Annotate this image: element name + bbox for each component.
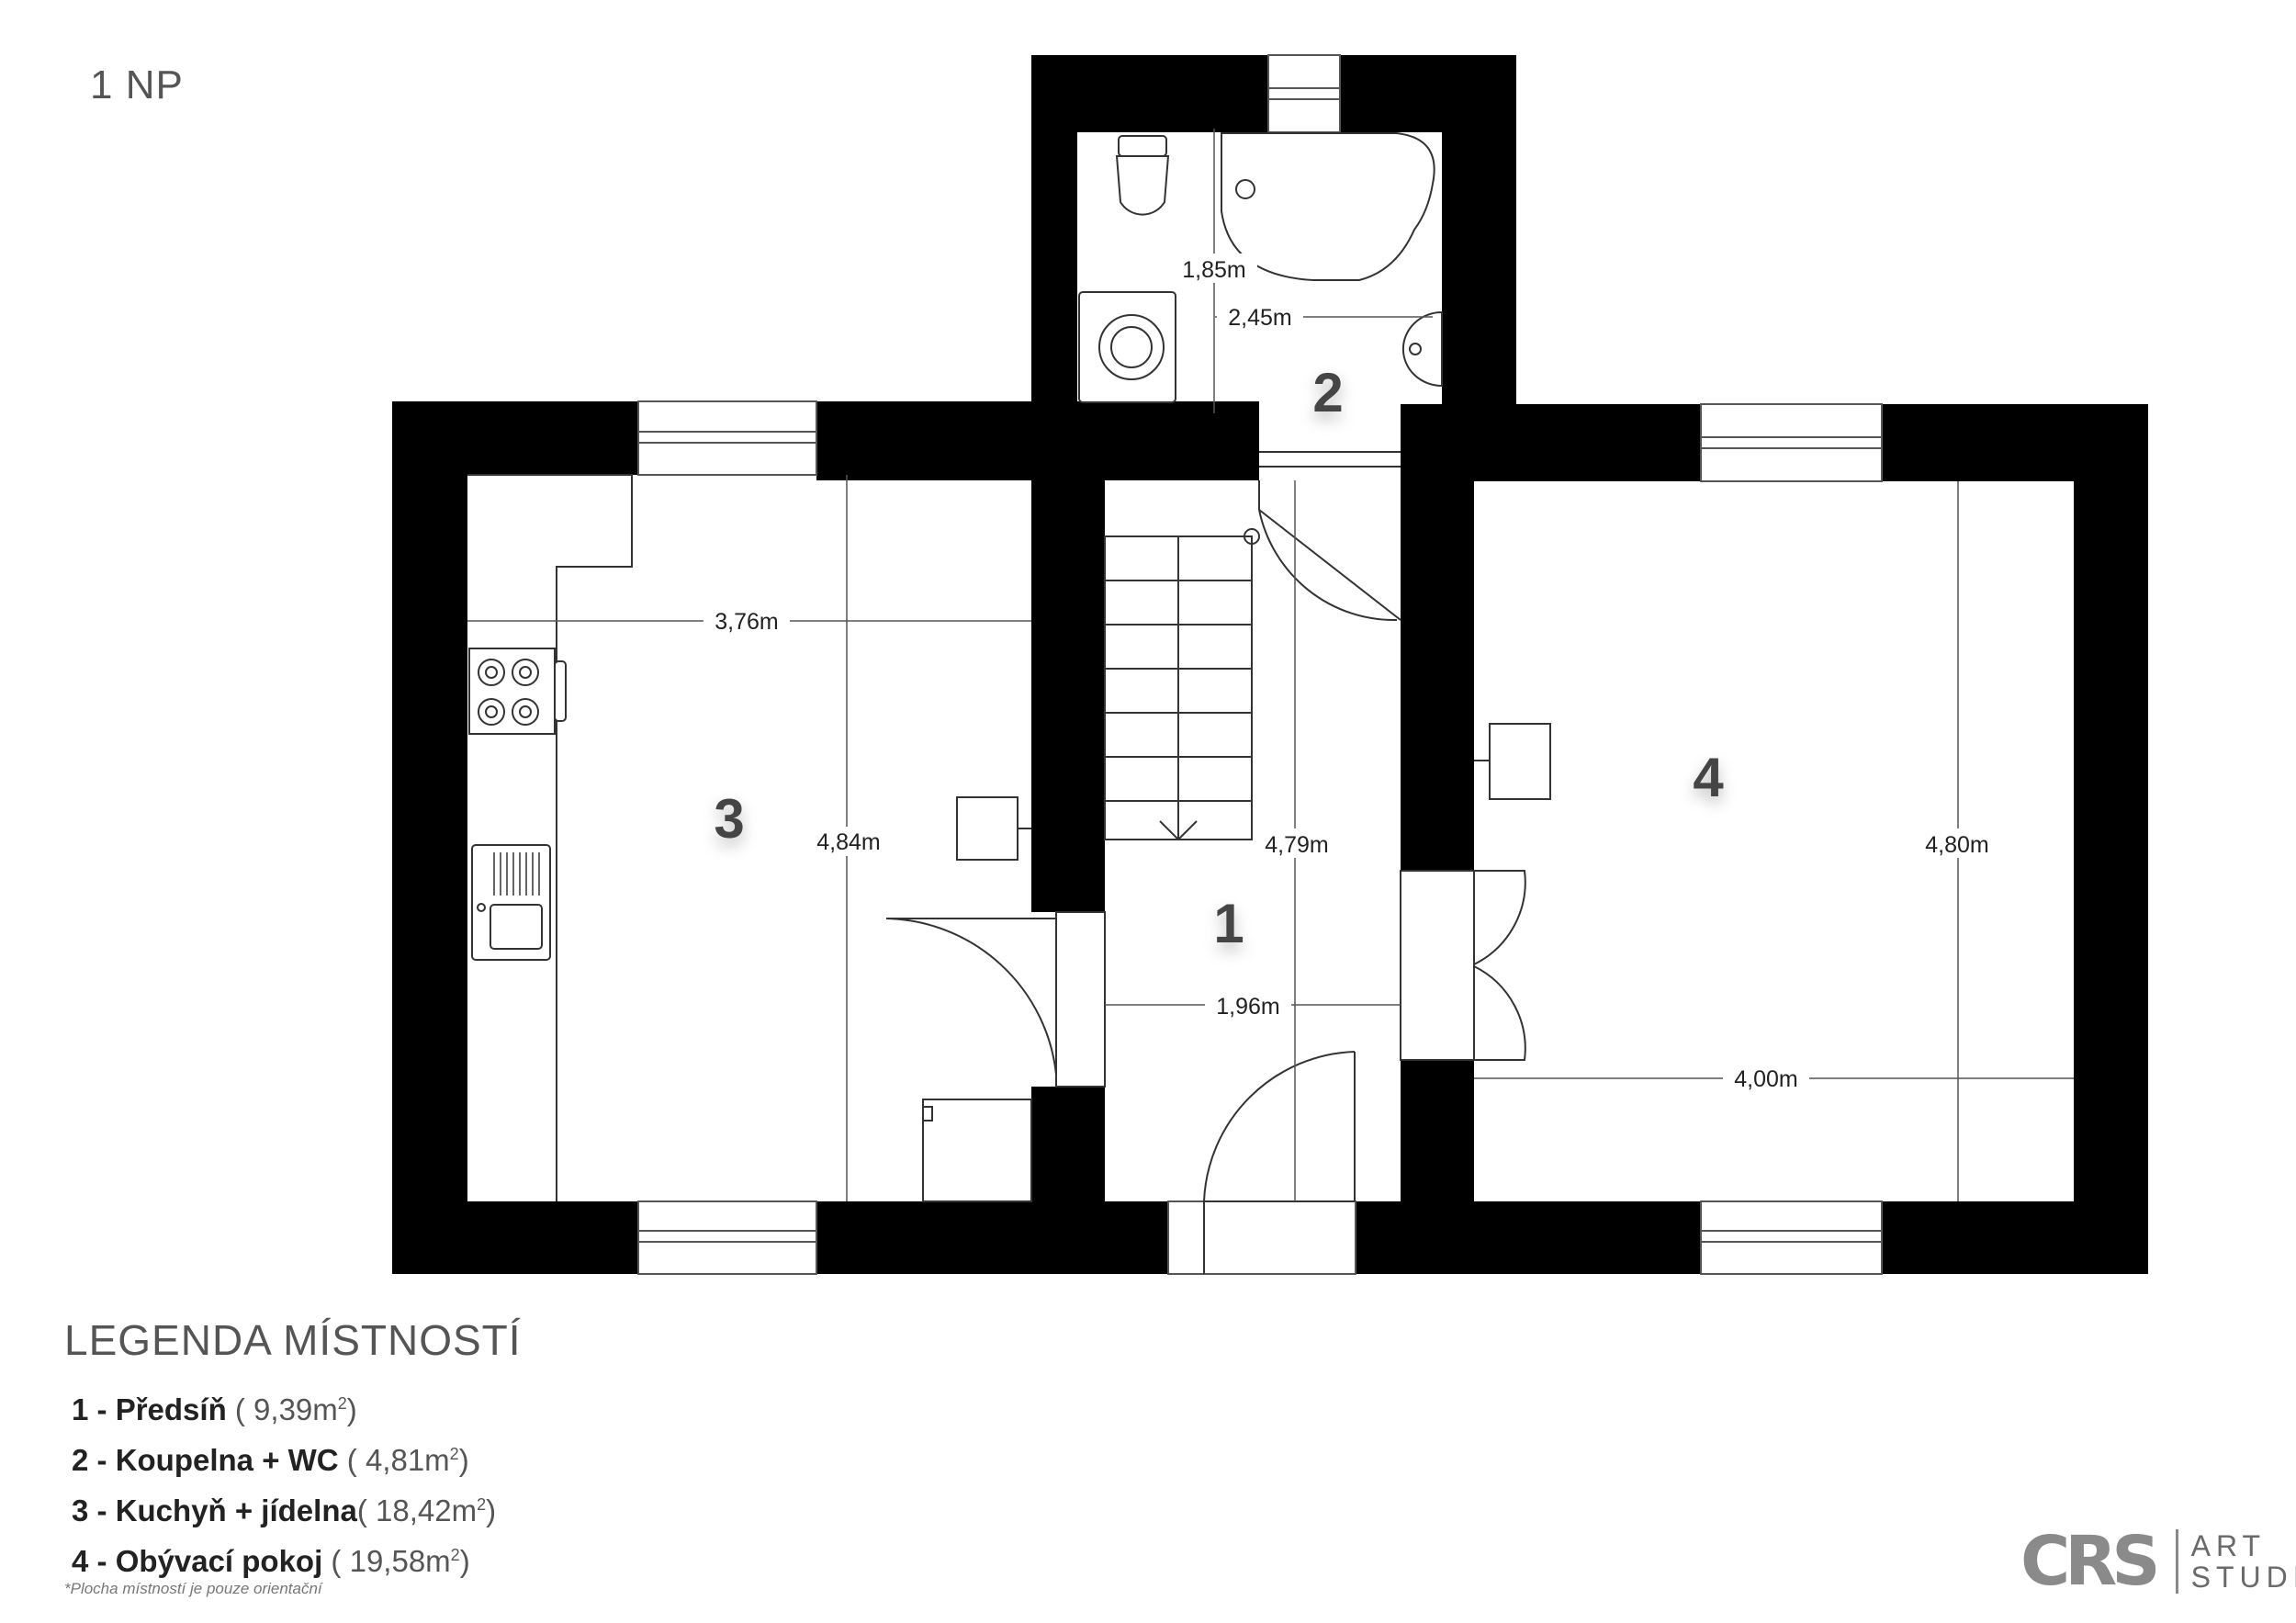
room-number-kitchen: 3 [714, 788, 744, 850]
room-number-hall: 1 [1213, 893, 1244, 954]
legend-item: 3 - Kuchyň + jídelna( 18,42m2) [72, 1493, 497, 1527]
kitchen-fixtures [467, 474, 1032, 1202]
logo-text: ART STUDIO [2190, 1529, 2296, 1594]
legend-item: 4 - Obývací pokoj ( 19,58m2) [72, 1544, 470, 1578]
windows [637, 54, 1883, 1275]
dim-kitchen-height: 4,84m [816, 829, 880, 855]
room-number-bathroom: 2 [1312, 362, 1343, 423]
dim-kitchen-width: 3,76m [715, 609, 778, 635]
room-legend: LEGENDA MÍSTNOSTÍ 1 - Předsíň ( 9,39m2) … [64, 1315, 522, 1584]
walls [392, 55, 2148, 1274]
bathroom-fixtures [1078, 132, 1443, 403]
doors [885, 451, 1526, 1274]
dim-living-width: 4,00m [1734, 1066, 1797, 1092]
floor-label: 1 NP [90, 62, 184, 107]
dim-living-height: 4,80m [1925, 832, 1988, 858]
living-fixtures [1474, 723, 1551, 800]
fridge-icon [922, 1099, 1032, 1202]
logo-mark: CRS [2020, 1522, 2161, 1601]
room-numbers: 1 2 3 4 [714, 362, 1724, 954]
logo-separator [2175, 1529, 2178, 1594]
toilet-icon [1118, 135, 1167, 157]
dim-hall-width: 1,96m [1216, 994, 1279, 1020]
legend-item: 2 - Koupelna + WC ( 4,81m2) [72, 1443, 469, 1477]
dim-bath-height: 1,85m [1182, 257, 1245, 283]
area-note: *Plocha místností je pouze orientační [64, 1580, 322, 1597]
legend-title: LEGENDA MÍSTNOSTÍ [64, 1316, 522, 1364]
studio-logo: CRS ART STUDIO [2020, 1522, 2296, 1601]
dim-bath-width: 2,45m [1228, 305, 1291, 331]
kitchen-sink-icon [471, 844, 551, 961]
dim-hall-height: 4,79m [1265, 832, 1328, 858]
sink-icon [1401, 310, 1443, 388]
dimension-lines [467, 129, 2074, 1201]
dimension-labels: 1,85m 2,45m 3,76m 4,84m 4,79m 1,96m 4,00… [703, 254, 2000, 1093]
room-number-living: 4 [1693, 747, 1724, 808]
staircase [1104, 528, 1260, 841]
legend-item: 1 - Předsíň ( 9,39m2) [72, 1392, 357, 1426]
